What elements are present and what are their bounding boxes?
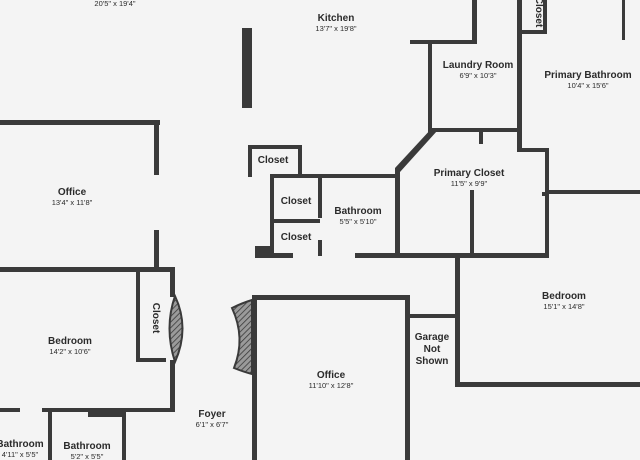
primary-closet-dim: 11'5" x 9'9" bbox=[451, 179, 488, 188]
door-swings bbox=[168, 293, 253, 376]
primary-bathroom-label: Primary Bathroom bbox=[544, 70, 631, 81]
bedroom-left-label: Bedroom bbox=[48, 336, 92, 347]
office-center-dim: 11'10" x 12'8" bbox=[309, 381, 354, 390]
closet-kitchen-label: Closet bbox=[258, 155, 289, 166]
bath-bl1-dim: 4'11" x 5'5" bbox=[2, 450, 39, 459]
closet-top-label: Closet bbox=[533, 0, 544, 28]
office-left-label: Office bbox=[58, 187, 87, 198]
primary-closet-label: Primary Closet bbox=[434, 168, 505, 179]
bathroom-mid-dim: 5'5" x 5'10" bbox=[340, 217, 377, 226]
office-center-label: Office bbox=[317, 370, 346, 381]
bedroom-left-dim: 14'2" x 10'6" bbox=[49, 347, 90, 356]
laundry-room-dim: 6'9" x 10'3" bbox=[460, 71, 497, 80]
bedroom-right-label: Bedroom bbox=[542, 291, 586, 302]
closet-mid1-label: Closet bbox=[281, 196, 312, 207]
primary-bathroom-dim: 10'4" x 15'6" bbox=[567, 81, 608, 90]
office-left-dim: 13'4" x 11'8" bbox=[52, 198, 93, 207]
kitchen-label: Kitchen bbox=[318, 13, 355, 24]
foyer-label: Foyer bbox=[198, 409, 225, 420]
closet-mid2-label: Closet bbox=[281, 232, 312, 243]
kitchen-dim: 13'7" x 19'8" bbox=[315, 24, 356, 33]
bathroom-mid-label: Bathroom bbox=[334, 206, 381, 217]
garage-label-line2: Not bbox=[424, 344, 441, 355]
bath-bl2-dim: 5'2" x 5'5" bbox=[71, 452, 104, 460]
bath-bl2-label: Bathroom bbox=[63, 441, 110, 452]
foyer-dim: 6'1" x 6'7" bbox=[196, 420, 229, 429]
laundry-room-label: Laundry Room bbox=[443, 60, 514, 71]
bath-bl1-label: Bathroom bbox=[0, 439, 44, 450]
closet-bedroom-label: Closet bbox=[150, 303, 161, 334]
garage-label-line3: Shown bbox=[416, 356, 449, 367]
top-left-room-dim: 20'5" x 19'4" bbox=[94, 0, 135, 8]
garage-label-line1: Garage bbox=[415, 332, 450, 343]
bedroom-right-dim: 15'1" x 14'8" bbox=[543, 302, 584, 311]
